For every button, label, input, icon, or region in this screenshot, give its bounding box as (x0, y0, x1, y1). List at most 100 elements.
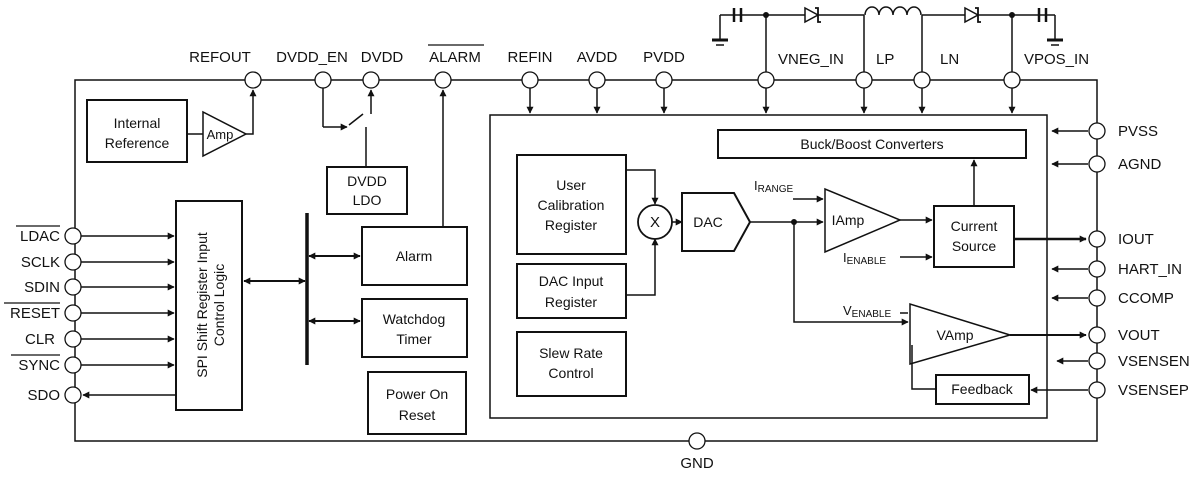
reference-amp (202, 110, 248, 158)
pin-label-iout: IOUT (1118, 231, 1154, 248)
pin-label-sclk: SCLK (21, 254, 60, 271)
pin-refin (521, 71, 539, 89)
pin-label-reset: RESET (10, 305, 60, 322)
power-on-reset-block (367, 371, 467, 435)
pin-label-gnd: GND (680, 455, 714, 472)
iamp (824, 187, 902, 254)
pin-lp (855, 71, 873, 89)
pin-label-sync: SYNC (18, 357, 60, 374)
pin-hart-in (1088, 260, 1106, 278)
pin-label-vpos-in: VPOS_IN (1024, 51, 1089, 68)
pin-label-pvdd: PVDD (643, 49, 685, 66)
watchdog-label-2: Timer (396, 331, 432, 347)
pin-sdin (64, 278, 82, 296)
slew-rate-label-2: Control (548, 365, 593, 381)
pin-avdd (588, 71, 606, 89)
dac-input-label-1: DAC Input (539, 273, 604, 289)
pin-sync (64, 356, 82, 374)
vamp (909, 302, 1013, 365)
dvdd-ldo-label-1: DVDD (347, 173, 387, 189)
spi-label-2: Control Logic (211, 264, 227, 347)
pin-label-vsensen: VSENSEN (1118, 353, 1190, 370)
pin-label-alarm: ALARM (429, 49, 481, 66)
pin-iout (1088, 230, 1106, 248)
user-cal-label-1: User (556, 177, 586, 193)
v-enable-label: VENABLE (843, 303, 891, 320)
pin-vsensen (1088, 352, 1106, 370)
feedback-block (935, 374, 1030, 405)
slew-rate-block (516, 331, 627, 397)
pin-ldac (64, 227, 82, 245)
buck-boost-block (717, 129, 1027, 159)
pin-pvss (1088, 122, 1106, 140)
pin-label-vsensep: VSENSEP (1118, 382, 1189, 399)
pin-label-hart-in: HART_IN (1118, 261, 1182, 278)
pin-clr (64, 330, 82, 348)
watchdog-label-1: Watchdog (383, 311, 446, 327)
user-cal-label-2: Calibration (538, 197, 605, 213)
spi-control-block (175, 200, 243, 411)
pin-vout (1088, 326, 1106, 344)
alarm-block (361, 226, 468, 286)
pin-ln (913, 71, 931, 89)
pin-pvdd (655, 71, 673, 89)
pin-label-sdo: SDO (27, 387, 60, 404)
pin-ccomp (1088, 289, 1106, 307)
pin-vneg-in (757, 71, 775, 89)
pin-label-ln: LN (940, 51, 959, 68)
pin-label-refout: REFOUT (189, 49, 251, 66)
analog-output-region (489, 114, 1048, 419)
watchdog-block (361, 298, 468, 358)
slew-rate-label-1: Slew Rate (539, 345, 603, 361)
dac-block (681, 192, 752, 252)
iamp-label: IAmp (832, 212, 865, 228)
current-source-label-2: Source (952, 238, 997, 254)
pin-reset (64, 304, 82, 322)
pin-label-lp: LP (876, 51, 894, 68)
feedback-label: Feedback (951, 381, 1013, 397)
buck-boost-label: Buck/Boost Converters (800, 136, 943, 152)
pin-gnd (688, 432, 706, 450)
pin-label-agnd: AGND (1118, 156, 1162, 173)
internal-reference-label-2: Reference (105, 135, 170, 151)
internal-reference-block (86, 99, 188, 163)
dac-label: DAC (693, 214, 723, 230)
power-on-reset-label-2: Reset (399, 407, 436, 423)
pin-vsensep (1088, 381, 1106, 399)
multiplier-label: X (650, 214, 660, 231)
top-pins: REFOUT DVDD_EN DVDD ALARM REFIN AVDD PVD… (189, 44, 1089, 114)
user-calibration-block (516, 154, 627, 255)
right-pins: PVSS AGND IOUT HART_IN CCOMP VOUT VSENSE… (1051, 122, 1190, 399)
pin-label-dvdd-en: DVDD_EN (276, 49, 348, 66)
pin-label-vneg-in: VNEG_IN (778, 51, 844, 68)
pin-dvdd-en (314, 71, 332, 89)
dac-input-register-block (516, 263, 627, 319)
reference-amp-label: Amp (207, 127, 234, 142)
current-source-block (933, 205, 1015, 268)
internal-reference-label-1: Internal (114, 115, 161, 131)
current-source-label-1: Current (951, 218, 998, 234)
dvdd-ldo-block (326, 166, 408, 215)
pin-label-refin: REFIN (508, 49, 553, 66)
external-circuit (712, 4, 1063, 114)
pin-label-avdd: AVDD (577, 49, 618, 66)
pin-refout (244, 71, 262, 89)
pin-label-pvss: PVSS (1118, 123, 1158, 140)
left-pins: LDAC SCLK SDIN RESET CLR SYNC SDO (4, 225, 176, 404)
dac-input-label-2: Register (545, 294, 597, 310)
spi-label-1: SPI Shift Register Input (194, 232, 210, 378)
i-enable-label: IENABLE (843, 250, 886, 267)
pin-dvdd (362, 71, 380, 89)
pin-label-ldac: LDAC (20, 228, 60, 245)
i-range-label: IRANGE (754, 178, 794, 195)
pin-alarm (434, 71, 452, 89)
vamp-label: VAmp (936, 327, 973, 343)
pin-label-sdin: SDIN (24, 279, 60, 296)
pin-sdo (64, 386, 82, 404)
pin-vpos-in (1003, 71, 1021, 89)
user-cal-label-3: Register (545, 217, 597, 233)
pin-label-dvdd: DVDD (361, 49, 404, 66)
alarm-block-label: Alarm (396, 248, 433, 264)
dvdd-ldo-label-2: LDO (353, 192, 382, 208)
